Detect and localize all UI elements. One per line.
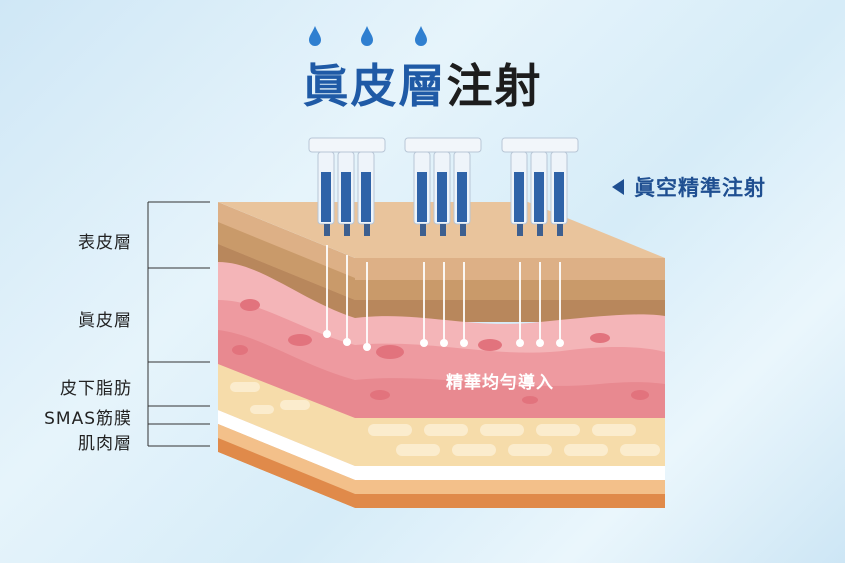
vacuum-injection-callout: 眞空精準注射: [612, 172, 766, 202]
water-drop-icon: [415, 26, 427, 46]
water-drop-icon: [309, 26, 321, 46]
water-drop-icon: [361, 26, 373, 46]
layer-label-muscle: 肌肉層: [78, 434, 132, 454]
layer-brackets: [147, 201, 210, 447]
layer-label-smas: SMAS筋膜: [44, 409, 132, 429]
serum-distribution-label: 精華均勻導入: [446, 373, 554, 393]
serum-drops: [323, 330, 564, 351]
skin-side-face: [218, 202, 355, 508]
syringe-icon: [308, 137, 386, 236]
left-triangle-icon: [612, 179, 624, 195]
injection-tracks: [326, 245, 561, 345]
syringe-icon: [404, 137, 482, 236]
syringe-icon: [501, 137, 579, 236]
title-rest: 注射: [446, 59, 543, 113]
layer-label-dermis: 眞皮層: [78, 311, 132, 331]
callout-text: 眞空精準注射: [634, 176, 766, 200]
water-drops: [309, 26, 427, 46]
title-accent: 眞皮層: [302, 59, 447, 113]
layer-label-epidermis: 表皮層: [78, 233, 132, 253]
layer-label-subcutaneous-fat: 皮下脂肪: [60, 379, 132, 399]
skin-front-face: [355, 258, 665, 508]
page-title: 眞皮層注射: [0, 50, 845, 116]
